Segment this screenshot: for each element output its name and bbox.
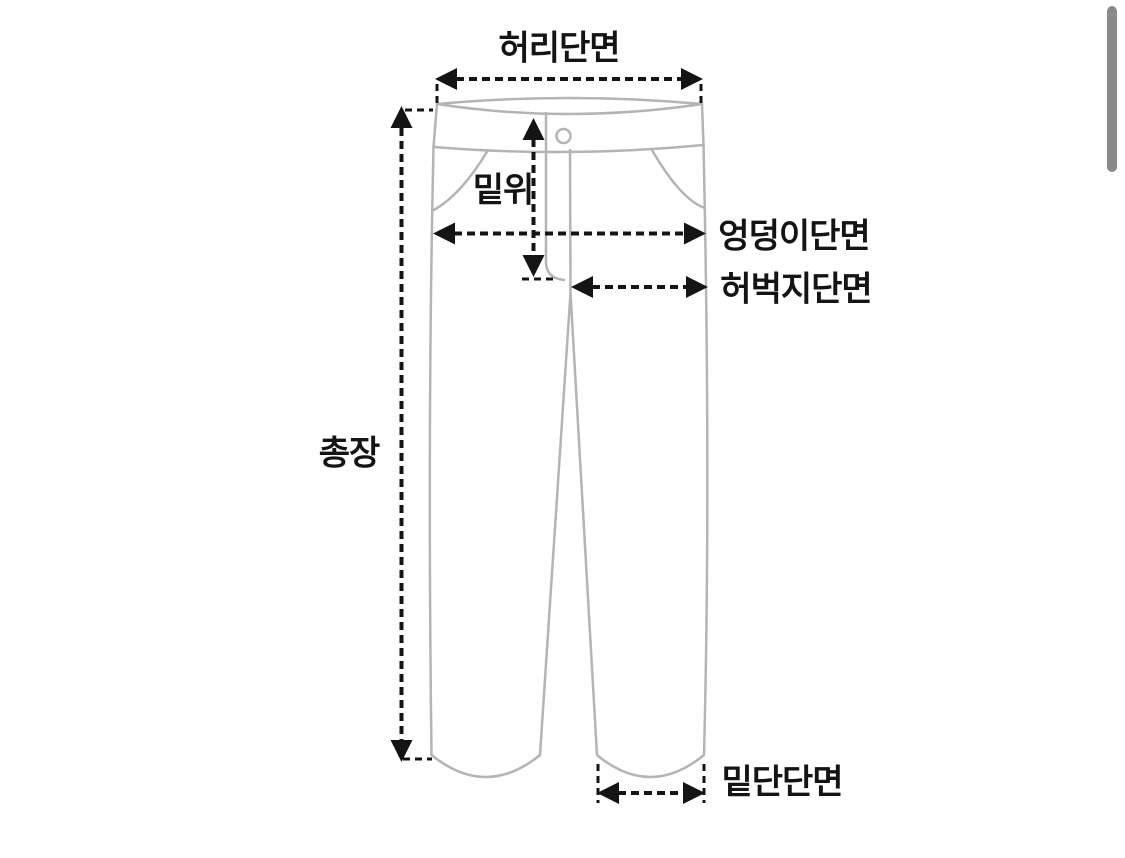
fly-seam [544,111,566,282]
hip-width-label: 엉덩이단면 [718,217,870,256]
hem-width-arrow [596,764,706,804]
total-length-label: 총장 [318,434,381,473]
right-hem-curve [595,753,706,779]
hem-width-label: 밑단단면 [721,763,843,802]
right-outer-seam [702,143,709,757]
arrowhead-left [571,276,593,298]
arrowhead-right [683,782,705,804]
pants-outline [428,96,709,779]
arrowhead-up [390,106,413,128]
left-outer-seam [428,145,435,757]
button [555,127,572,145]
arrowhead-right [686,276,708,298]
center-front-seam [568,148,572,295]
arrowhead-right [684,222,706,245]
waistband-left-edge [432,102,439,149]
left-inner-seam [538,291,572,757]
arrowhead-down [390,740,413,762]
total-length-arrow [390,106,433,762]
left-pocket-curve [432,148,490,212]
arrowhead-left [435,68,457,90]
rise-label: 밑위 [472,171,535,210]
hip-width-arrow [433,222,706,245]
waist-width-label: 허리단면 [498,29,620,68]
right-pocket-curve [650,148,707,210]
right-inner-seam [569,291,599,757]
rise-arrow [522,118,557,281]
waistband-top-rim [435,96,704,106]
arrowhead-down [522,255,545,277]
left-hem-curve [430,753,542,779]
waistband-bottom-rim [435,102,704,116]
thigh-width-arrow [571,276,708,298]
arrowhead-right [681,68,703,90]
waistband-bottom-seam [432,143,705,154]
arrowhead-up [522,118,545,140]
arrowhead-left [433,222,455,245]
waist-width-arrow [435,68,703,106]
waistband-right-edge [700,102,705,147]
thigh-width-label: 허벅지단면 [720,270,872,309]
vertical-scrollbar-thumb[interactable] [1107,6,1117,172]
arrowhead-left [597,782,619,804]
